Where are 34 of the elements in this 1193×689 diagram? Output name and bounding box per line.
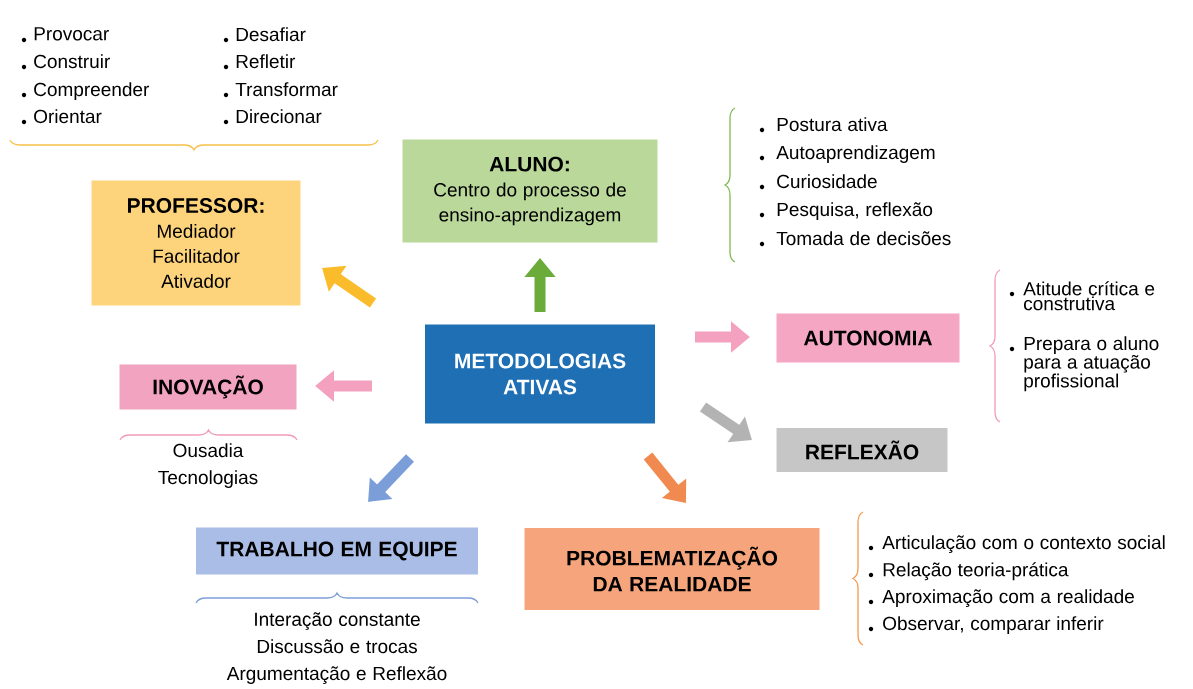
list-item: Interação constante — [255, 612, 420, 630]
list-item: Prepara o aluno para a atuação profissional — [1024, 336, 1159, 392]
list-item: Observar, comparar inferir — [883, 616, 1104, 634]
concept-box: INOVAÇÃO — [119, 364, 297, 410]
list-item: Desafiar — [236, 27, 306, 42]
list-item: Articulação com o contexto social — [882, 535, 1165, 553]
concept-box: TRABALHO EM EQUIPE — [196, 527, 478, 575]
concept-box: ALUNO: Centro do processo de ensino-aprendizagem — [402, 139, 658, 243]
list-item: Orientar — [34, 109, 102, 124]
list-item: Pesquisa, reflexão — [777, 202, 933, 220]
concept-box: PROBLEMATIZAÇÃO DA REALIDADE — [524, 528, 820, 610]
list-item: Construir — [34, 54, 110, 69]
list-item: Tecnologias — [158, 470, 258, 488]
list-item: Refletir — [236, 54, 296, 69]
list-item: Relação teoria-prática — [883, 562, 1069, 581]
list-item: Autoaprendizagem — [776, 145, 935, 163]
list-item: Postura ativa — [777, 117, 888, 132]
concept-box: AUTONOMIA — [776, 313, 960, 363]
list-item: Ousadia — [173, 443, 244, 458]
block-arrow — [368, 454, 414, 502]
concept-box: REFLEXÃO — [776, 428, 948, 472]
list-item: Discussão e trocas — [257, 639, 417, 654]
list-item: Compreender — [34, 82, 150, 100]
list-item: Aproximação com a realidade — [882, 589, 1134, 607]
concept-box: METODOLOGIAS ATIVAS — [425, 324, 655, 424]
list-item: Curiosidade — [777, 174, 877, 189]
concept-box: PROFESSOR: Mediador Facilitador Ativador — [91, 180, 301, 306]
list-item: Argumentação e Reflexão — [226, 666, 447, 684]
list-item: Tomada de decisões — [776, 231, 951, 246]
block-arrow — [643, 452, 687, 503]
list-item: Transformar — [235, 82, 338, 97]
list-item: Provocar — [34, 27, 109, 41]
list-item: Direcionar — [236, 109, 322, 124]
list-item: Atitude crítica e construtiva — [1023, 281, 1155, 311]
